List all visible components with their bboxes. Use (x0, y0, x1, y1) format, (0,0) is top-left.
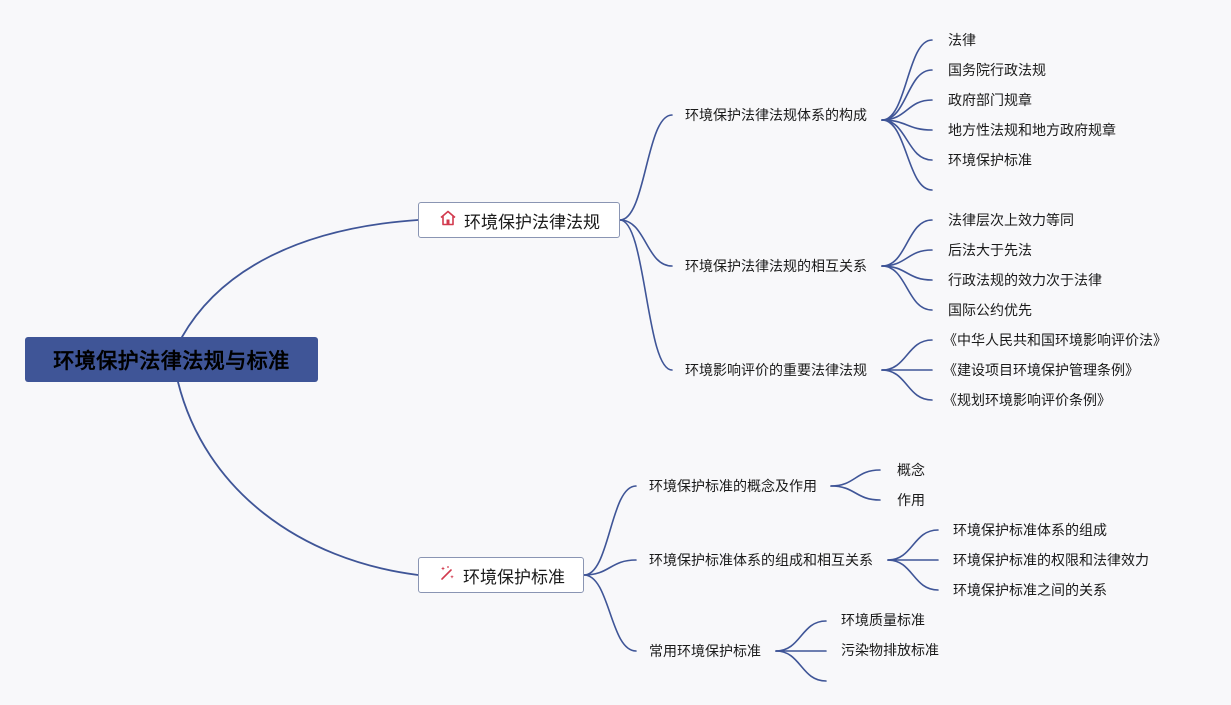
branch-label: 环境保护法律法规 (464, 212, 600, 233)
leaf-topic[interactable]: 环境保护标准 (948, 153, 1032, 169)
leaf-topic[interactable]: 《中华人民共和国环境影响评价法》 (943, 333, 1167, 349)
connector-branch (881, 69, 933, 121)
connector-branch (881, 265, 933, 311)
connector-branch (775, 650, 827, 682)
leaf-topic[interactable]: 地方性法规和地方政府规章 (948, 123, 1116, 139)
subtopic-standard-concept[interactable]: 环境保护标准的概念及作用 (649, 479, 817, 495)
subtopic-common-standards[interactable]: 常用环境保护标准 (649, 644, 761, 660)
connector-root-to-branch (181, 219, 419, 338)
leaf-topic[interactable]: 环境保护标准的权限和法律效力 (953, 553, 1149, 569)
connector-branch (881, 119, 933, 191)
connector-branch (583, 574, 637, 652)
leaf-topic[interactable]: 概念 (897, 463, 925, 479)
leaf-topic[interactable]: 《建设项目环境保护管理条例》 (943, 363, 1139, 379)
connector-branch (830, 469, 881, 487)
leaf-topic[interactable]: 污染物排放标准 (841, 643, 939, 659)
leaf-topic[interactable]: 法律 (948, 33, 976, 49)
connector-branch (583, 485, 637, 576)
leaf-topic[interactable]: 国际公约优先 (948, 303, 1032, 319)
branch-laws-regulations[interactable]: 环境保护法律法规 (418, 202, 620, 238)
leaf-topic[interactable]: 行政法规的效力次于法律 (948, 273, 1102, 289)
root-topic-label: 环境保护法律法规与标准 (53, 348, 290, 373)
connector-branch (881, 219, 933, 267)
leaf-topic[interactable]: 国务院行政法规 (948, 63, 1046, 79)
branch-label: 环境保护标准 (463, 567, 565, 588)
leaf-topic[interactable]: 政府部门规章 (948, 93, 1032, 109)
connector-branch (619, 219, 673, 267)
connector-branch (830, 485, 881, 501)
leaf-topic[interactable]: 《规划环境影响评价条例》 (943, 393, 1111, 409)
subtopic-relations[interactable]: 环境保护法律法规的相互关系 (685, 259, 867, 275)
connector-branch (881, 39, 933, 121)
leaf-topic[interactable]: 作用 (897, 493, 925, 509)
connector-branch (619, 114, 673, 221)
leaf-topic[interactable]: 法律层次上效力等同 (948, 213, 1074, 229)
connector-branch (775, 620, 827, 652)
connector-branch (583, 559, 637, 576)
magic-wand-icon (437, 563, 457, 588)
subtopic-standard-system[interactable]: 环境保护标准体系的组成和相互关系 (649, 553, 873, 569)
connector-branch (881, 369, 933, 401)
branch-standards[interactable]: 环境保护标准 (418, 557, 584, 593)
leaf-topic[interactable]: 环境保护标准体系的组成 (953, 523, 1107, 539)
leaf-topic[interactable]: 环境质量标准 (841, 613, 925, 629)
connector-branch (881, 99, 933, 121)
root-topic[interactable]: 环境保护法律法规与标准 (25, 337, 318, 382)
connector-branch (887, 559, 939, 591)
subtopic-eia-laws[interactable]: 环境影响评价的重要法律法规 (685, 363, 867, 379)
leaf-topic[interactable]: 环境保护标准之间的关系 (953, 583, 1107, 599)
leaf-topic[interactable]: 后法大于先法 (948, 243, 1032, 259)
house-icon (438, 208, 458, 233)
subtopic-structure[interactable]: 环境保护法律法规体系的构成 (685, 108, 867, 124)
connector-root-to-branch (177, 381, 419, 576)
connector-branch (887, 529, 939, 561)
connector-branch (619, 219, 673, 371)
connector-branch (881, 339, 933, 371)
